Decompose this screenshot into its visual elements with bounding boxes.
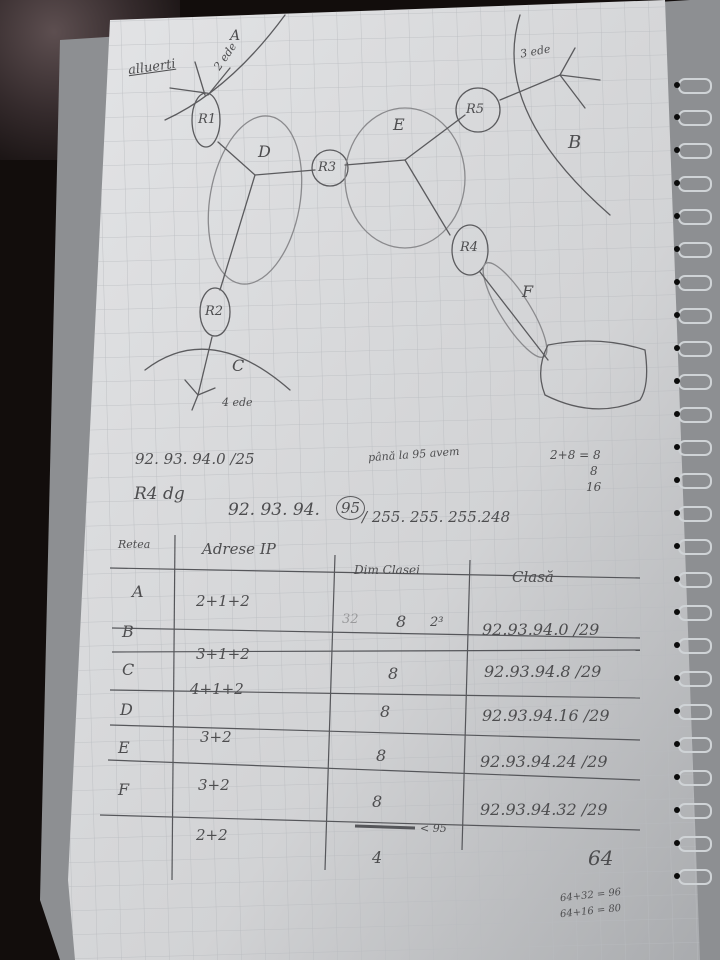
- row-b-cls: 92.93.94.8 /29: [484, 662, 602, 681]
- row-b-ips: 3+1+2: [196, 645, 250, 663]
- dim-mark-2: 2³: [430, 615, 444, 630]
- network-label-c: C: [232, 356, 245, 375]
- router-label-r5: R5: [466, 102, 485, 117]
- row-c-cls: 92.93.94.16 /29: [482, 706, 610, 725]
- row-d-ips: 3+2: [200, 728, 232, 746]
- bottom-calc-1: 64+32 = 96: [559, 886, 622, 905]
- router-label-r2: R2: [205, 304, 224, 319]
- router-label-r1: R1: [198, 112, 217, 127]
- row-d-cls: 92.93.94.24 /29: [480, 752, 608, 771]
- row-c-dim: 8: [380, 702, 391, 721]
- row-c-net: C: [122, 660, 135, 679]
- row-e-net: E: [118, 738, 130, 757]
- bottom-calc-2: 64+16 = 80: [559, 902, 622, 921]
- header-retea: Retea: [118, 538, 151, 551]
- header-dim: Dim Clasei: [354, 563, 420, 577]
- row-e-dim: 8: [372, 792, 383, 811]
- dim-mark-1: 32: [342, 612, 359, 627]
- network-label-e: E: [393, 115, 405, 134]
- r4-label: R4 dg: [134, 484, 185, 504]
- row-c-ips: 4+1+2: [190, 680, 244, 698]
- network-label-a: A: [230, 28, 241, 44]
- network-label-f: F: [522, 282, 534, 301]
- side-calc-1: 2+8 = 8: [550, 448, 601, 462]
- row-a-net: A: [132, 582, 144, 601]
- row-a-cls: 92.93.94.0 /29: [482, 620, 600, 639]
- r4-ip-last: 95: [336, 496, 366, 520]
- header-clasa: Clasă: [512, 568, 554, 586]
- side-calc-3: 16: [586, 480, 602, 494]
- router-label-r4: R4: [460, 240, 479, 255]
- row-e-ips: 3+2: [198, 776, 230, 794]
- r4-mask: / 255. 255. 255.248: [362, 508, 511, 526]
- side-calc-2: 8: [590, 464, 598, 478]
- row-d-net: D: [120, 700, 133, 719]
- hosts-label-c: 4 ede: [222, 396, 253, 409]
- router-r4: [451, 224, 489, 276]
- row-f-net: F: [118, 780, 130, 799]
- total-dim: 4: [372, 848, 383, 867]
- row-b-net: B: [122, 622, 134, 641]
- row-e-cls: 92.93.94.32 /29: [480, 800, 608, 819]
- row-a-dim: 8: [396, 612, 407, 631]
- row-d-dim: 8: [376, 746, 387, 765]
- network-label-b: B: [568, 132, 582, 153]
- r4-ip-prefix: 92. 93. 94.: [228, 500, 320, 520]
- router-r3: [311, 149, 349, 187]
- arrow-note: < 95: [420, 822, 447, 835]
- bottom-value: 64: [588, 846, 614, 870]
- router-r2: [199, 287, 231, 337]
- row-f-ips: 2+2: [196, 826, 228, 844]
- router-r5: [455, 87, 501, 133]
- header-adrese: Adrese IP: [202, 540, 276, 558]
- router-label-r3: R3: [318, 160, 337, 175]
- network-label-d: D: [258, 142, 271, 161]
- row-b-dim: 8: [388, 664, 399, 683]
- network-address: 92. 93. 94.0 /25: [135, 450, 255, 468]
- row-a-ips: 2+1+2: [196, 592, 250, 610]
